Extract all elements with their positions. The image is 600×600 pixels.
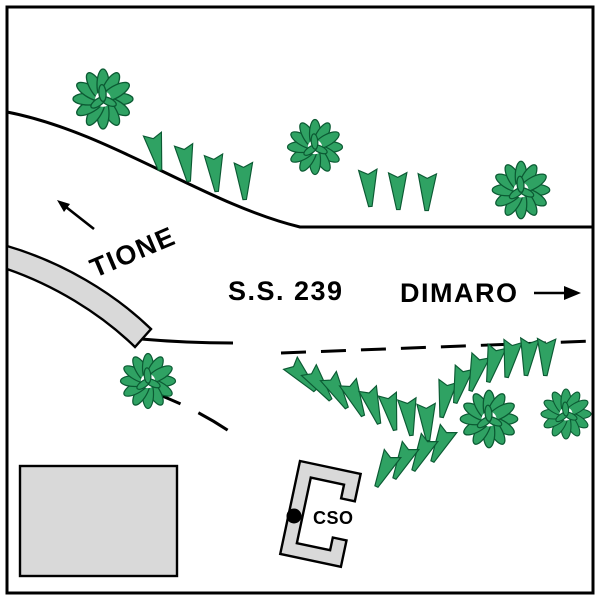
slip-road bbox=[5, 244, 153, 349]
bush-icon bbox=[540, 388, 592, 440]
destination-right-label: DIMARO bbox=[400, 278, 519, 308]
dimaro-arrow-icon bbox=[534, 286, 581, 300]
conifer-icon bbox=[377, 391, 405, 433]
bush-icon bbox=[286, 118, 344, 176]
conifer-icon bbox=[416, 402, 438, 442]
bush-icon bbox=[459, 389, 519, 449]
road-lower-edge-solid bbox=[140, 337, 234, 345]
conifer-icon bbox=[173, 143, 199, 184]
conifer-icon bbox=[233, 161, 255, 201]
conifer-icon bbox=[387, 172, 409, 211]
conifer-icon bbox=[535, 337, 557, 377]
conifer-icon bbox=[203, 153, 227, 193]
building-label: CSO bbox=[313, 508, 354, 528]
road-upper-edge bbox=[6, 110, 593, 229]
bush-icon bbox=[72, 68, 134, 130]
tione-arrow-icon bbox=[57, 200, 95, 231]
bush-icon bbox=[491, 160, 551, 220]
conifer-icon bbox=[397, 397, 422, 438]
cso-building-outline bbox=[278, 459, 363, 569]
cso-marker-dot bbox=[286, 508, 302, 524]
arrow-head bbox=[564, 286, 581, 300]
road-name-label: S.S. 239 bbox=[228, 276, 344, 306]
destination-left-label: TIONE bbox=[86, 221, 181, 284]
building-block bbox=[18, 464, 179, 578]
bush-icon bbox=[119, 352, 177, 410]
cso-building: CSO bbox=[278, 459, 363, 569]
arrow-shaft bbox=[65, 205, 95, 231]
conifer-icon bbox=[142, 131, 170, 173]
map-border bbox=[5, 5, 595, 595]
arrow-head bbox=[57, 200, 70, 212]
conifer-icon bbox=[416, 173, 438, 212]
conifer-icon bbox=[358, 168, 381, 208]
